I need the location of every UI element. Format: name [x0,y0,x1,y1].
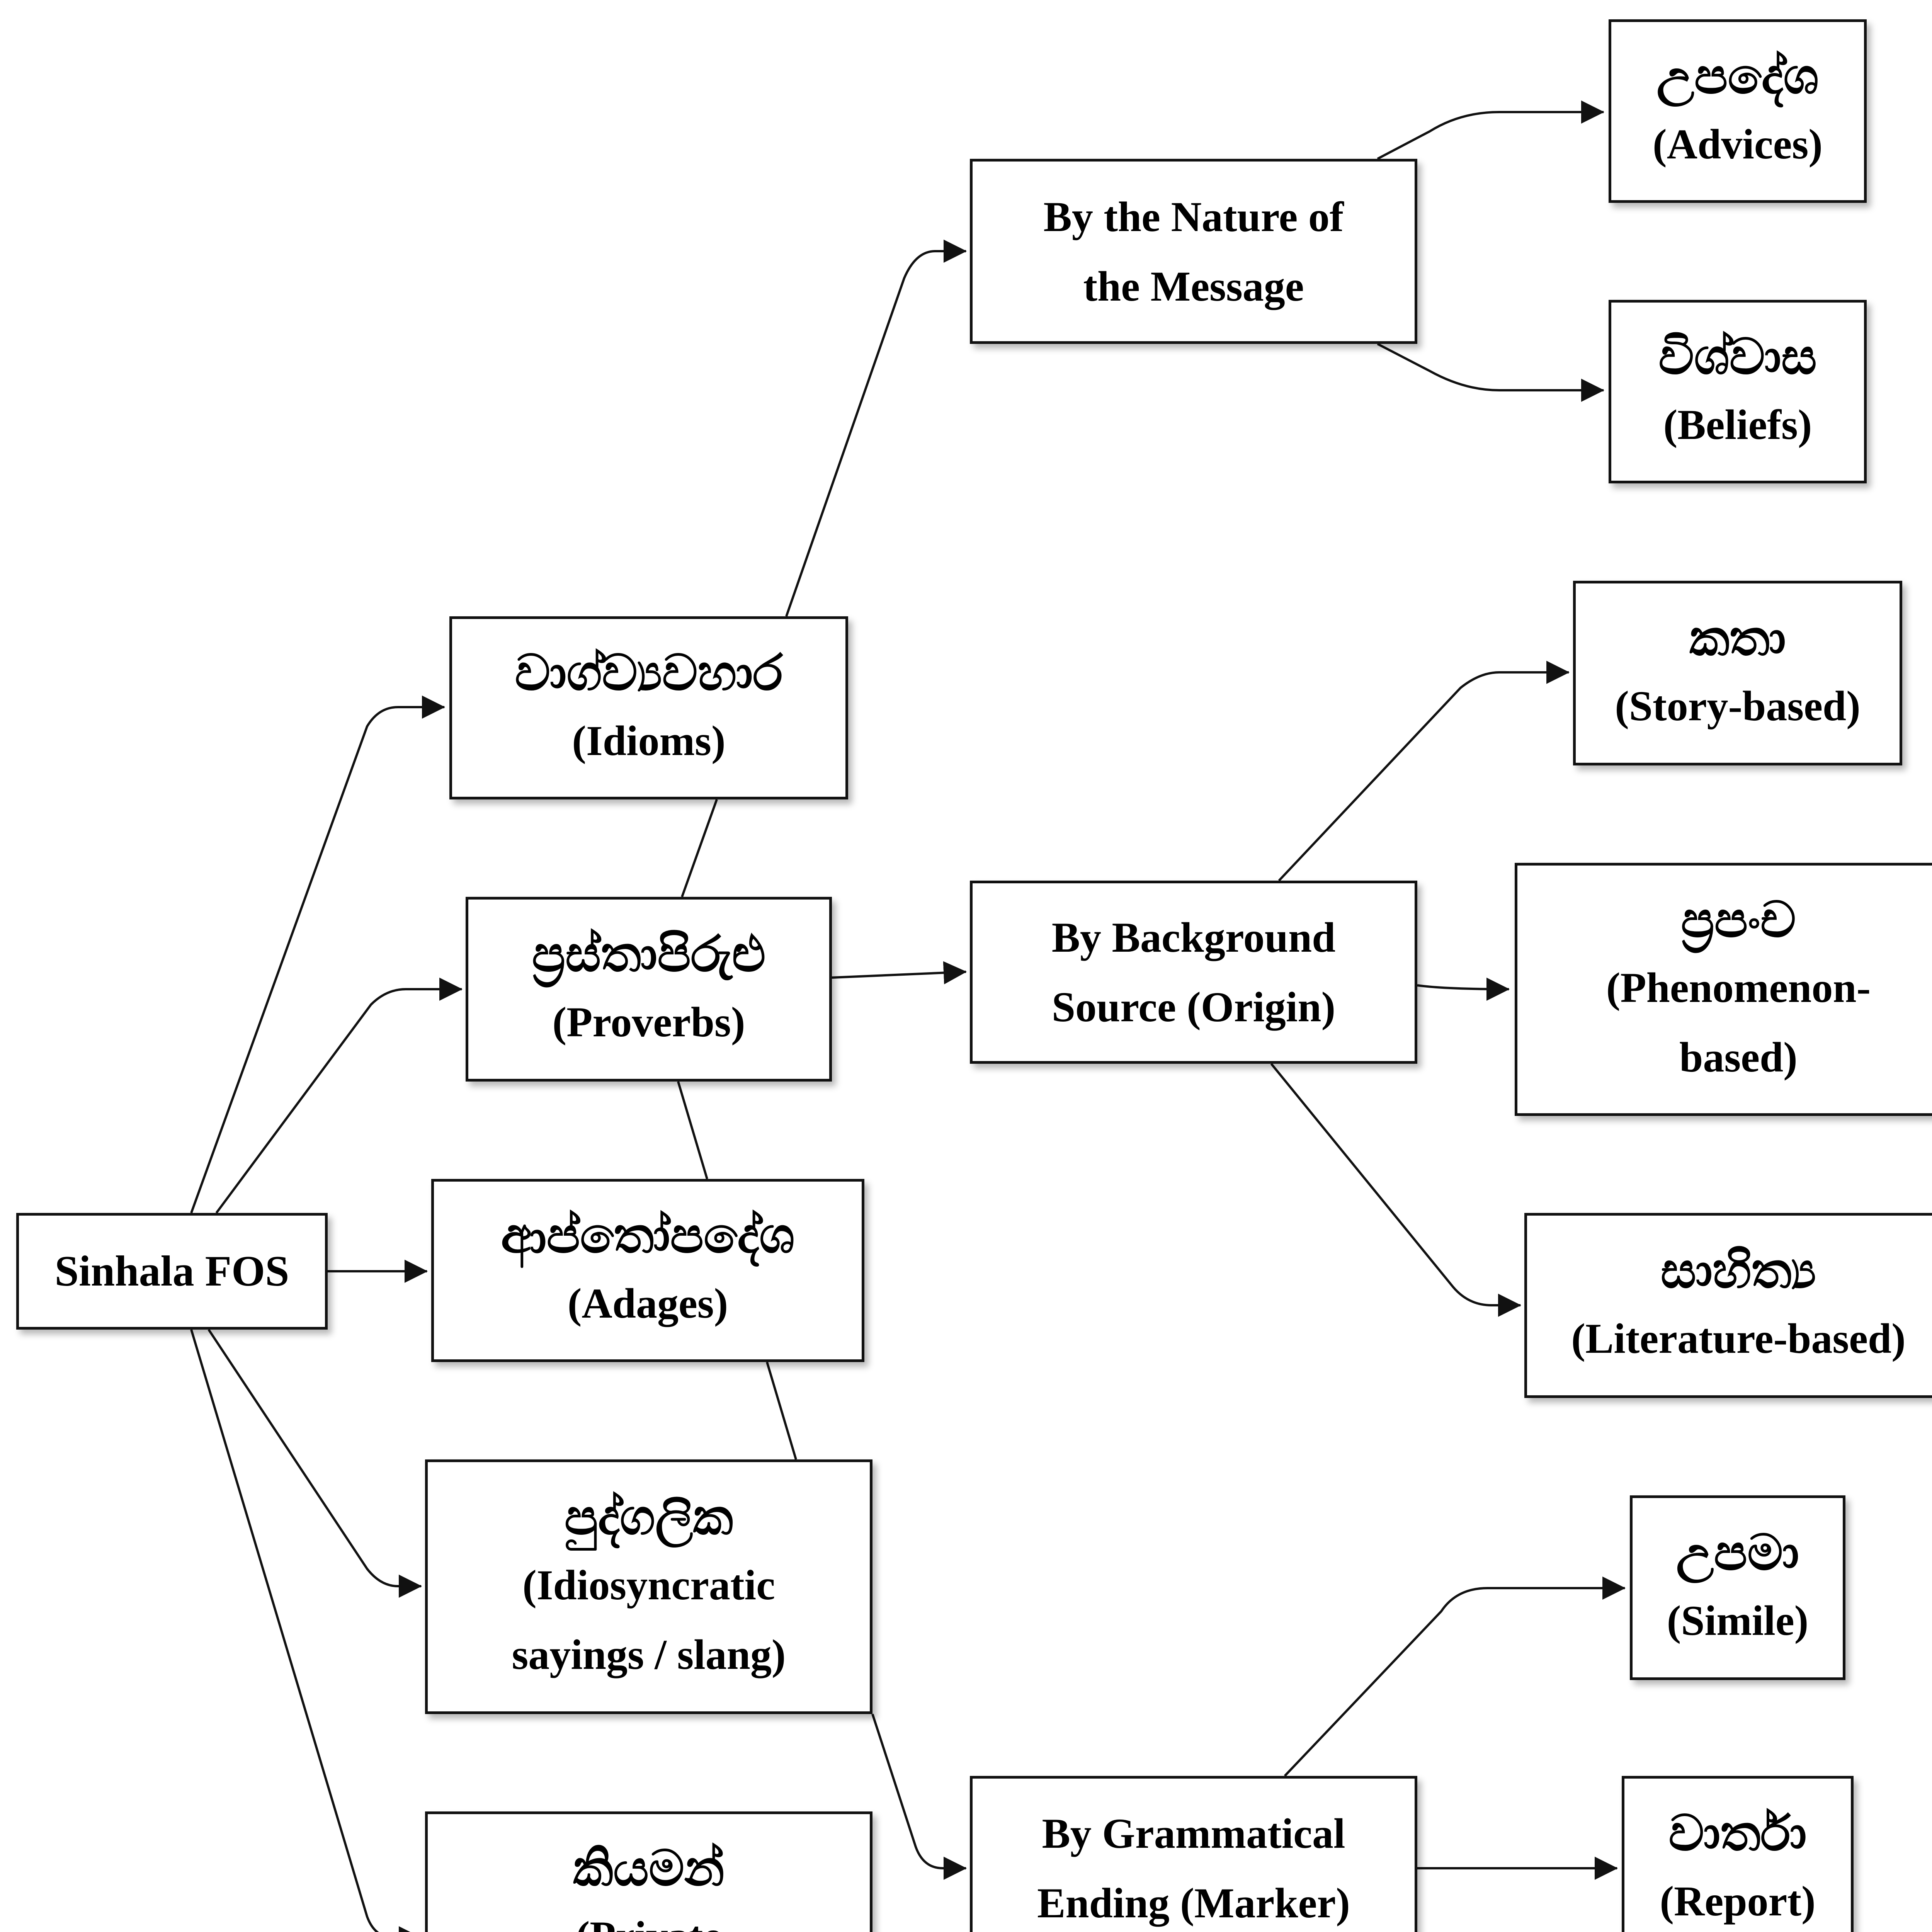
node-label: Sinhala FOS [54,1247,289,1295]
node-sinhala-label: කියමන් [573,1839,724,1897]
node-idiosyncratic: පුද්ගලික (Idiosyncratic sayings / slang) [425,1459,872,1714]
node-literature-based: සාහිත්‍ය (Literature-based) [1524,1213,1932,1398]
edge-idioms-proverbs [681,799,718,898]
node-by-nature-of-message: By the Nature of the Message [970,159,1417,344]
edge-nature-beliefs [1377,343,1604,402]
node-sinhala-label: කතා [1689,609,1786,667]
node-proverbs: ප්‍රස්තාපිරුළු (Proverbs) [466,897,832,1082]
node-sinhala-label: ප්‍රස්තාපිරුළු [532,925,766,983]
edge-root-idiosyncratic [207,1329,422,1598]
node-private-expressions: කියමන් (Private expressions) [425,1811,872,1932]
node-label: By Grammatical Ending (Marker) [1037,1810,1350,1927]
node-english-label: (Idiosyncratic sayings / slang) [512,1561,786,1678]
node-english-label: (Adages) [567,1280,728,1327]
edge-root-proverbs [215,978,463,1214]
node-sinhala-label: පුද්ගලික [564,1488,733,1546]
edge-proverbs-background [832,961,967,985]
node-english-label: (Story-based) [1615,682,1861,730]
edge-background-phenomenon [1417,977,1510,1001]
node-beliefs: විශ්වාස (Beliefs) [1609,300,1867,483]
node-sinhala-label: සාහිත්‍ය [1660,1242,1816,1299]
node-label: By the Nature of the Message [1043,193,1344,310]
node-idioms: වාග්ව්‍යවහාර (Idioms) [449,616,848,799]
node-english-label: (Report) [1660,1878,1816,1925]
node-root-sinhala-fos: Sinhala FOS [16,1213,328,1330]
node-advices: උපදේශ (Advices) [1609,19,1867,203]
node-phenomenon-based: ප්‍රපංච (Phenomenon- based) [1515,863,1932,1116]
edge-background-literature [1270,1063,1521,1317]
edge-proverbs-adages [677,1081,708,1179]
edge-grammatical-simile [1284,1577,1626,1777]
node-sinhala-label: ආප්තෝපදේශ [501,1207,795,1264]
edge-background-story [1278,661,1570,882]
edge-adages-idiosyncratic [766,1362,797,1460]
edge-nature-advices [1377,100,1604,160]
node-english-label: (Phenomenon- based) [1606,964,1871,1081]
node-english-label: (Simile) [1667,1597,1809,1644]
node-sinhala-label: වාර්තා [1668,1804,1807,1862]
node-story-based: කතා (Story-based) [1573,581,1902,765]
node-english-label: (Literature-based) [1571,1315,1906,1362]
edge-idiosyncratic-grammatical [871,1714,967,1880]
node-report: වාර්තා (Report) [1622,1776,1854,1932]
node-english-label: (Idioms) [572,717,726,764]
node-adages: ආප්තෝපදේශ (Adages) [431,1179,864,1362]
node-by-grammatical-ending: By Grammatical Ending (Marker) [970,1776,1417,1932]
edge-idioms-nature [785,240,967,617]
node-simile: උපමා (Simile) [1630,1495,1845,1680]
node-sinhala-label: ප්‍රපංච [1681,891,1796,949]
node-by-background-source: By Background Source (Origin) [970,881,1417,1064]
node-sinhala-label: උපමා [1676,1524,1799,1582]
node-english-label: (Private expressions) [538,1901,759,1932]
edge-root-idioms [190,696,445,1214]
edge-root-private [190,1329,422,1932]
node-english-label: (Advices) [1653,120,1823,168]
node-english-label: (Proverbs) [552,998,745,1046]
node-sinhala-label: වාග්ව්‍යවහාර [515,644,783,702]
node-label: By Background Source (Origin) [1051,914,1336,1031]
node-sinhala-label: විශ්වාස [1658,328,1817,386]
node-sinhala-label: උපදේශ [1656,47,1819,105]
node-english-label: (Beliefs) [1663,401,1812,448]
